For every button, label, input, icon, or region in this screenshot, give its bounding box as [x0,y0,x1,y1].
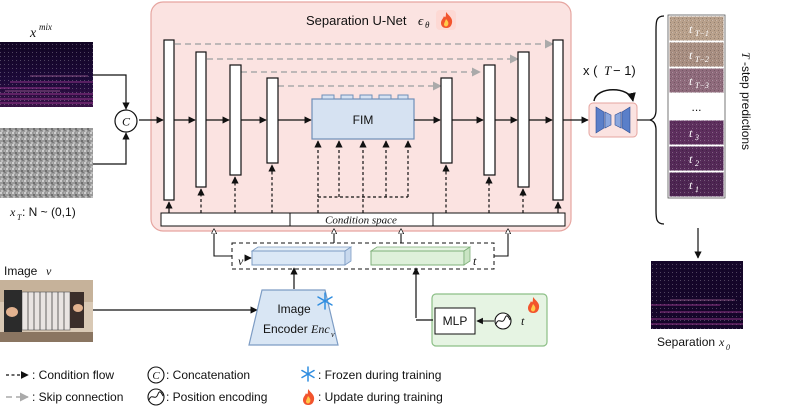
prediction-tile-sub: T−1 [695,29,709,38]
concat-node [114,109,138,133]
snowflake-icon [317,292,333,310]
predictions-ellipsis: ... [691,100,701,114]
unet-block-enc-4 [266,77,279,164]
unet-block-dec-4 [440,77,453,164]
prediction-tile-label: t [689,48,693,62]
fim-label: FIM [353,113,374,127]
prediction-tile-sub: T−3 [695,81,709,90]
repeat-var: T [604,63,612,78]
image-label: Image [4,264,38,278]
legend-update: : Update during training [318,390,443,404]
unet-block-enc-3 [229,64,242,176]
encoder-line1: Image [277,302,311,316]
condition-hollow-arrows [214,229,508,257]
prediction-tile-label: t [689,74,693,88]
legend-concatenation: : Concatenation [166,368,250,382]
output-var: x [718,335,725,349]
v-embedding [250,246,353,266]
accordion-photo [0,280,93,342]
unet-epsilon-sub: θ [425,20,430,30]
unet-block-enc-2 [195,51,207,188]
separation-spectrogram [651,261,743,329]
mlp-t-label: t [521,314,525,328]
unet-block-dec-2 [517,51,530,188]
xmix-spectrogram [0,42,93,107]
prediction-tile-label: t [689,22,693,36]
encoder-var: Enc [310,322,330,336]
t-embedding [369,246,472,266]
unet-block-dec-1 [552,39,564,201]
xT-sub: T [17,213,22,222]
embed-v-label: v [238,254,244,268]
loop-arrow [593,89,636,102]
predictions-side-var: T [739,52,753,60]
condition-space: Condition space [160,212,566,227]
repeat-label: x ( [583,63,598,78]
xmix-sup: mix [39,22,52,32]
fire-icon [303,389,315,405]
condition-space-label: Condition space [325,215,397,227]
fire-icon [528,297,540,313]
skip-connections [175,39,554,91]
output-label: Separation [657,335,715,349]
output-var-sub: 0 [726,343,730,352]
legend-frozen: : Frozen during training [318,368,441,382]
encoder-line2: Encoder [263,322,308,336]
prediction-tile-label: t [689,152,693,166]
legend-skip-connection: : Skip connection [32,390,123,404]
mini-unet-icon [588,102,638,138]
unet-block-enc-1 [163,39,175,201]
concat-legend-icon [147,366,165,384]
prediction-tile-sub: 2 [695,159,699,168]
legend: : Condition flow : Skip connection C : C… [6,366,443,406]
image-encoder: Image Encoder Enc v [248,289,339,346]
unet-title: Separation U-Net [306,13,407,28]
xT-label: x [9,205,16,219]
encoder-var-sub: v [331,330,335,339]
prediction-tile-label: t [689,126,693,140]
image-var: v [46,264,52,278]
prediction-tile-sub: 3 [694,133,699,142]
embed-t-label: t [473,254,477,268]
xT-dist: : N ~ (0,1) [22,205,76,219]
predictions-side-label: -step predictions [739,62,753,150]
condition-flow-arrows [197,140,527,213]
mlp-label: MLP [443,314,468,328]
predictions-frame [667,14,726,199]
unet-epsilon: ϵ [418,13,424,28]
fim-module: FIM [311,94,415,140]
prediction-tile-label: t [689,178,693,192]
legend-condition-flow: : Condition flow [32,368,114,382]
repeat-rest: − 1) [613,63,636,78]
prediction-tile-sub: 1 [695,185,699,194]
mlp-panel: MLP t [431,293,548,347]
snowflake-icon [301,366,315,382]
legend-concat-symbol: C [152,370,160,382]
concat-symbol: C [122,115,131,129]
fire-icon [436,10,456,30]
xmix-label: x [29,26,37,41]
predictions-brace [649,15,665,225]
noise-image [0,128,93,198]
legend-position-encoding: : Position encoding [166,390,267,404]
prediction-tile-sub: T−2 [695,55,709,64]
unet-block-dec-3 [483,64,496,176]
